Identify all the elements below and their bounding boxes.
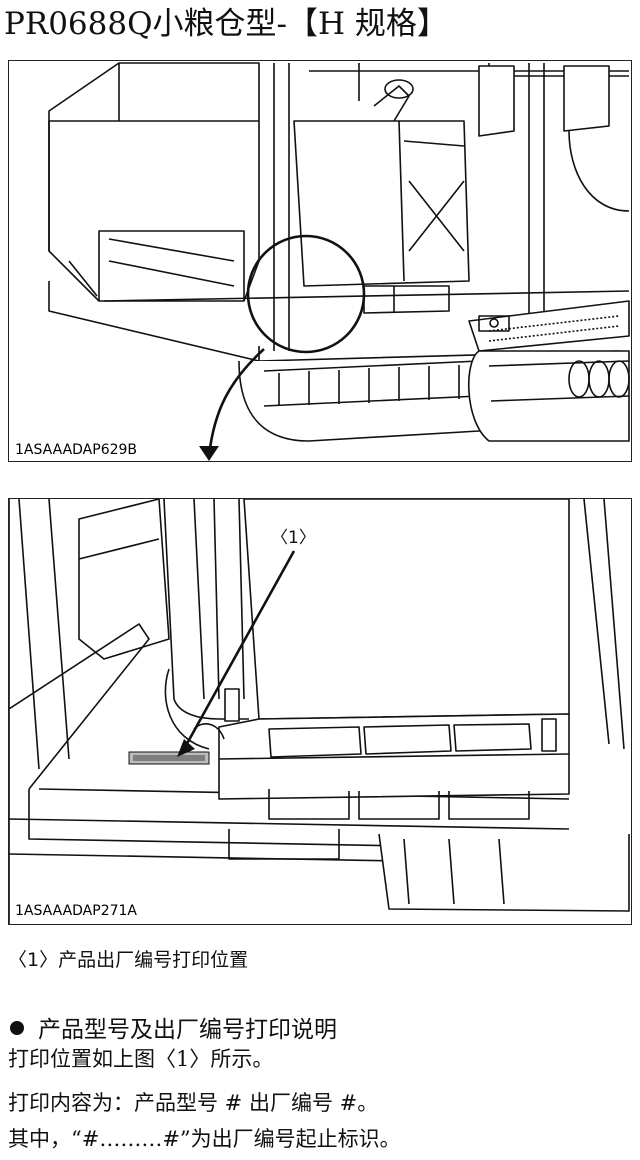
callout-1-label: 〈1〉 <box>271 528 316 548</box>
instruction-line-2: 打印内容为：产品型号 # 出厂编号 #。 <box>8 1091 379 1115</box>
figure-caption: 〈1〉产品出厂编号打印位置 <box>8 949 249 971</box>
bullet-icon <box>10 1021 24 1035</box>
detail-drawing <box>9 499 630 924</box>
detail-figure: 〈1〉 1ASAAADAP271A <box>8 498 632 925</box>
figure-code-top: 1ASAAADAP629B <box>15 442 138 458</box>
instruction-line-3: 其中，“#………#”为出厂编号起止标识。 <box>8 1127 401 1151</box>
section-heading-text: 产品型号及出厂编号打印说明 <box>38 1017 337 1043</box>
machine-overview-drawing <box>48 62 630 461</box>
section-heading: 产品型号及出厂编号打印说明 <box>10 1010 337 1044</box>
instruction-line-1: 打印位置如上图〈1〉所示。 <box>8 1047 274 1071</box>
page-title: PR0688Q小粮仓型-【H 规格】 <box>4 6 448 42</box>
machine-overview-figure: 1ASAAADAP629B <box>8 60 632 462</box>
figure-code-bottom: 1ASAAADAP271A <box>15 903 137 919</box>
